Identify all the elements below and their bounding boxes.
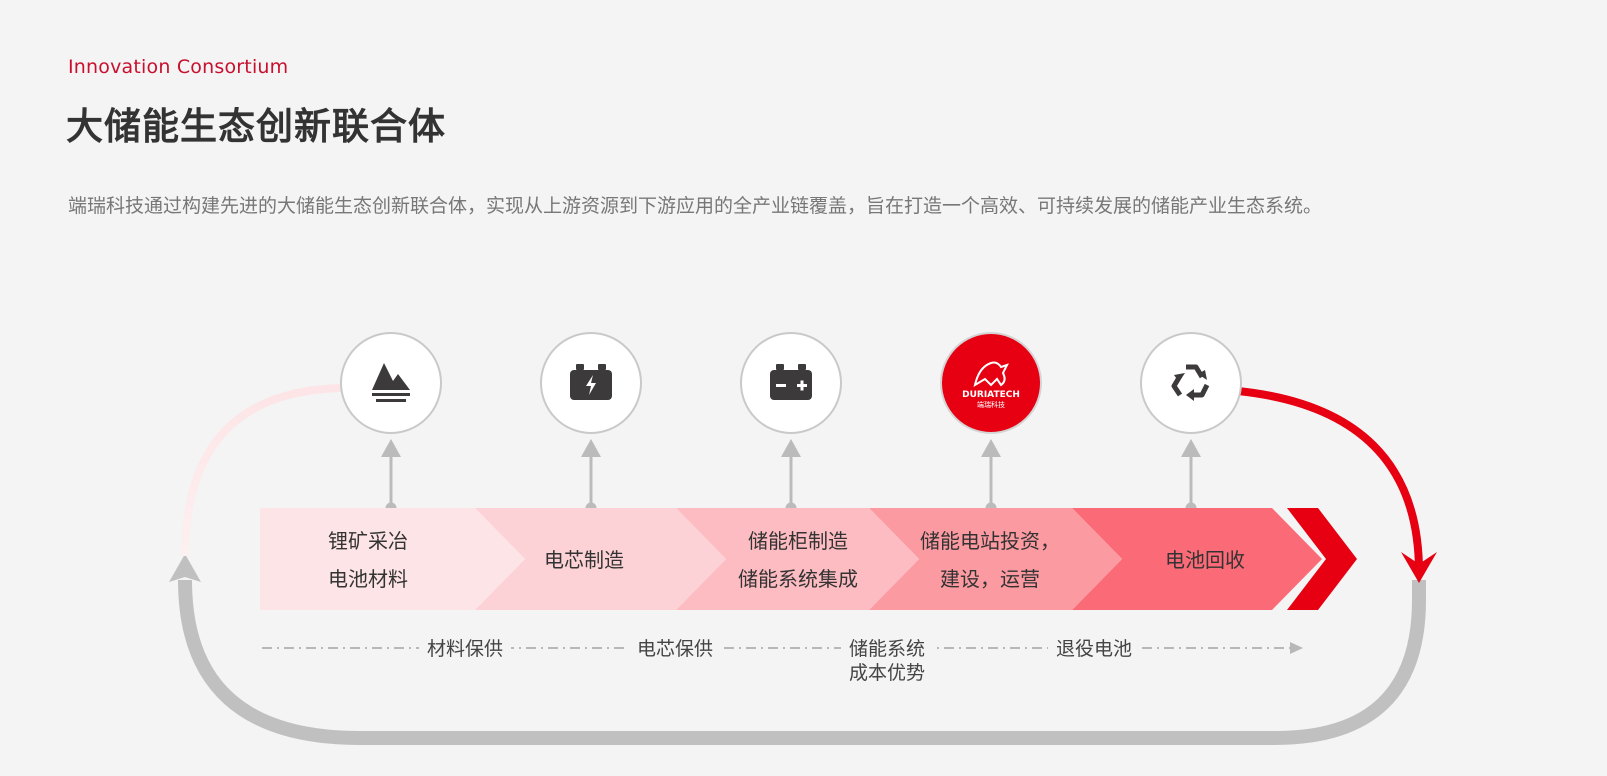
stage-label-4-line-1: 储能电站投资，: [920, 529, 1060, 553]
stage-segment-2: [475, 508, 726, 610]
stage-label-2-line-1: 电芯制造: [544, 548, 624, 572]
intro-text: 端瑞科技通过构建先进的大储能生态创新联合体，实现从上游资源到下游应用的全产业链覆…: [68, 195, 1323, 217]
eyebrow-label: Innovation Consortium: [68, 56, 289, 78]
connector-group: [381, 439, 1201, 514]
advantage-label-2-line-1: 电芯保供: [637, 638, 713, 660]
advantage-label-bg-2: [629, 634, 721, 658]
advantage-label-1-line-1: 材料保供: [427, 638, 503, 660]
stage-segment-3: [676, 508, 919, 610]
logo-cn-text: 端瑞科技: [977, 400, 1005, 409]
advantage-line-arrowhead: [1290, 642, 1303, 654]
node-5: [1140, 332, 1242, 434]
logo-wordmark: DURIATECH: [962, 390, 1020, 400]
stage-label-1-line-1: 锂矿采冶: [328, 529, 408, 553]
stage-segment-5: [1072, 508, 1322, 610]
advantage-label-3-line-1: 储能系统: [849, 638, 925, 660]
stage-band: [260, 508, 1322, 610]
stage-label-4-line-2: 建设，运营: [940, 567, 1040, 591]
right-arc-line: [1237, 387, 1423, 573]
stage-label-1-line-2: 电池材料: [328, 567, 408, 591]
recycle-icon: [1171, 364, 1210, 401]
advantage-label-bg-1: [419, 634, 511, 658]
stage-segment-1: [260, 508, 525, 610]
left-arc-line: [181, 384, 342, 557]
node-3: [740, 332, 842, 434]
stage-segment-4: [869, 508, 1122, 610]
connector-arrow-3: [781, 439, 801, 514]
connector-arrow-2: [581, 439, 601, 514]
return-loop-arrowhead: [169, 554, 201, 582]
page-title: 大储能生态创新联合体: [66, 105, 446, 148]
stage-label-3-line-1: 储能柜制造: [748, 529, 848, 553]
advantage-label-3-line-2: 成本优势: [849, 662, 925, 684]
battery-plus-minus-icon: [770, 364, 812, 400]
end-chevron: [1287, 508, 1357, 610]
mountain-icon: [372, 363, 410, 402]
return-loop-line: [178, 579, 1426, 745]
connector-arrow-1: [381, 439, 401, 514]
connector-arrow-5: [1181, 439, 1201, 514]
advantage-label-bg-4: [1048, 634, 1140, 658]
right-arc-arrowhead: [1401, 552, 1437, 583]
connector-arrow-4: [981, 439, 1001, 514]
node-2: [540, 332, 642, 434]
node-1: [340, 332, 442, 434]
advantage-label-bg-3: [841, 634, 933, 658]
advantage-label-4-line-1: 退役电池: [1056, 638, 1132, 660]
stage-label-5-line-1: 电池回收: [1165, 548, 1245, 572]
stage-label-3-line-2: 储能系统集成: [738, 567, 858, 591]
battery-bolt-icon: [570, 364, 612, 400]
